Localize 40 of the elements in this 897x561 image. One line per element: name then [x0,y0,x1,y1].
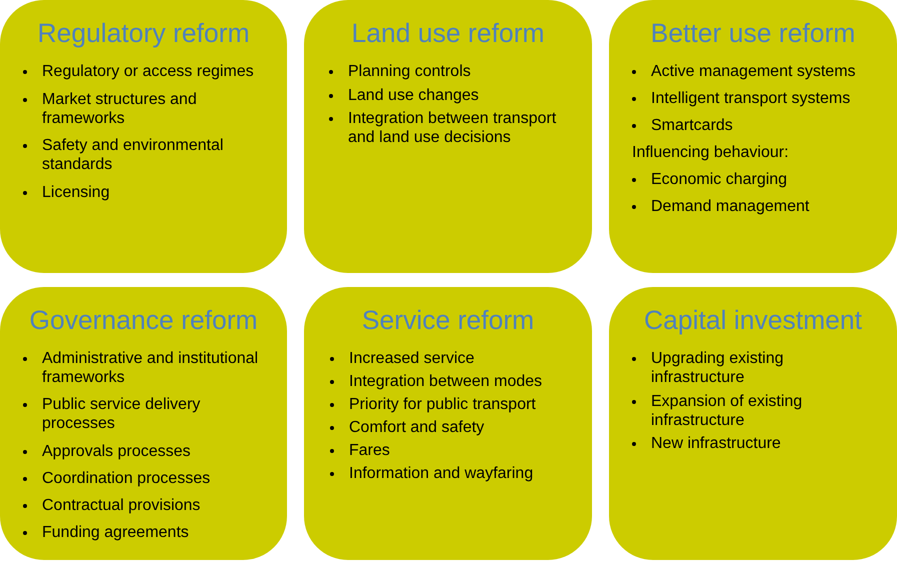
bullet-item: New infrastructure [632,434,781,453]
bullet-item: Comfort and safety [330,418,484,437]
category-card [0,287,287,560]
bullet-item: Contractual provisions [23,496,200,516]
bullet-item: Intelligent transport systems [632,89,850,108]
bullet-item: Information and wayfaring [330,464,534,483]
bullet-item: Integration between modes [330,372,542,391]
bullet-item: Fares [330,441,390,460]
card-heading: Land use reform [352,18,544,48]
bullet-item: Active management systems [632,62,856,81]
category-card [0,0,287,273]
bullet-item: Priority for public transport [330,395,536,414]
category-card [609,0,897,273]
bullet-item: Regulatory or access regimes [23,62,254,81]
bullet-item: Economic charging [632,170,788,189]
bullet-item: Approvals processes [23,442,191,461]
bullet-item: Administrative and institutional frameworks [23,349,263,387]
bullet-item: Public service delivery processes [23,395,263,434]
bullet-item: Integration between transport and land use decisions [329,109,569,147]
bullet-item: Planning controls [329,62,471,81]
category-card [609,287,897,560]
bullet-item: Funding agreements [23,523,189,542]
bullet-item: Increased service [330,349,474,368]
bullet-item: Demand management [632,197,810,216]
category-card [304,0,592,273]
category-card [304,287,592,560]
list-subheading: Influencing behaviour: [632,143,789,162]
bullet-item: Safety and environmental standards [23,136,263,174]
card-heading: Better use reform [650,18,856,48]
bullet-item: Market structures and frameworks [23,90,263,128]
card-heading: Service reform [362,305,534,335]
bullet-item: Expansion of existing infrastructure [632,392,872,430]
card-heading: Governance reform [29,305,258,335]
bullet-item: Smartcards [632,116,733,135]
bullet-item: Licensing [23,182,110,202]
bullet-item: Land use changes [329,86,479,104]
card-heading: Capital investment [644,305,862,335]
bullet-item: Upgrading existing infrastructure [632,349,872,387]
card-heading: Regulatory reform [37,18,250,48]
bullet-item: Coordination processes [23,468,210,488]
